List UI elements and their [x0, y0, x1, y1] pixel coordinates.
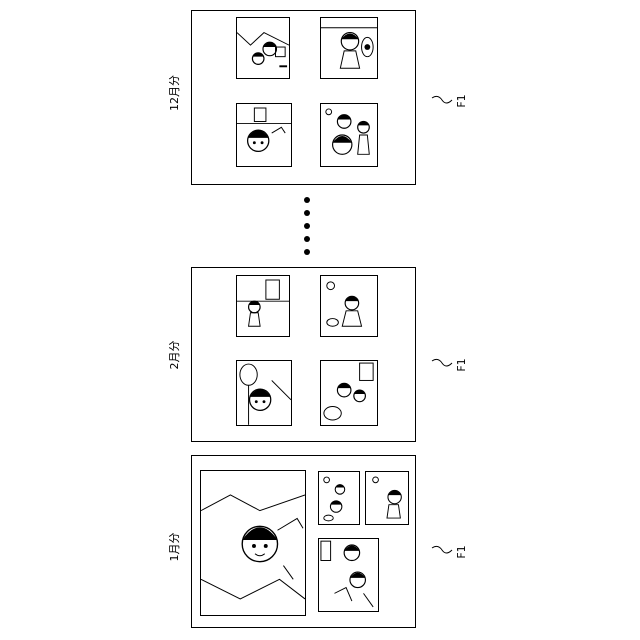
- photo-art: [201, 471, 305, 615]
- photo-children-playing: [318, 538, 379, 612]
- ref-label-january: F1: [456, 537, 470, 567]
- photo-child-outdoors: [365, 471, 409, 525]
- photo-family-with-sun: [318, 471, 360, 525]
- photo-large-portrait: [200, 470, 306, 616]
- photo-art: [319, 472, 359, 524]
- album-page-january: [191, 455, 416, 628]
- photo-art: [319, 539, 378, 611]
- photo-art: [366, 472, 408, 524]
